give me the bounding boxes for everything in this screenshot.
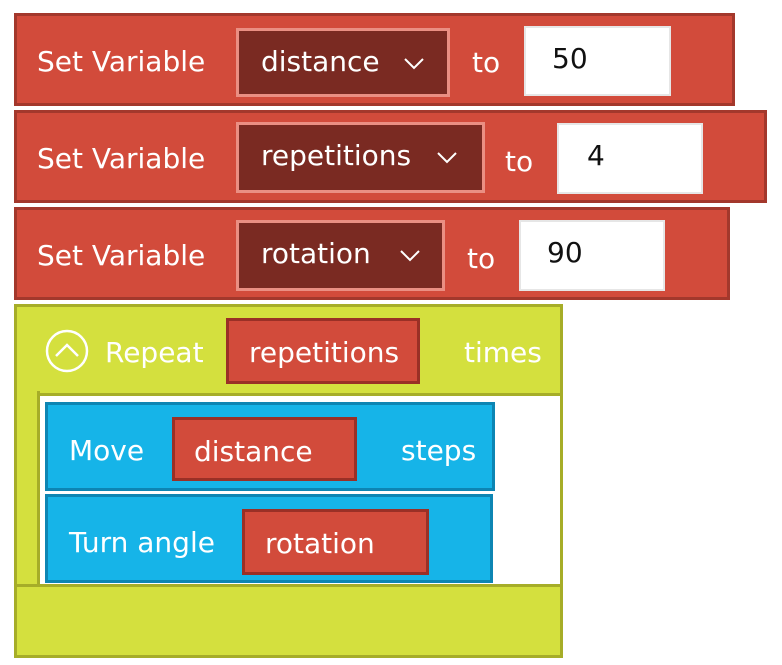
turn-rotation-variable[interactable]: rotation — [242, 509, 429, 575]
set-variable-block-3[interactable]: Set Variable rotation to 90 — [14, 207, 730, 300]
value-input-repetitions[interactable]: 4 — [557, 123, 703, 194]
to-label: to — [472, 46, 501, 79]
steps-label: steps — [401, 434, 477, 467]
set-variable-label: Set Variable — [37, 45, 206, 78]
move-distance-variable[interactable]: distance — [172, 417, 357, 481]
value-input-text: 4 — [587, 139, 605, 172]
set-variable-label: Set Variable — [37, 142, 206, 175]
value-input-rotation[interactable]: 90 — [519, 220, 665, 291]
variable-dropdown-repetitions[interactable]: repetitions — [236, 122, 485, 193]
value-input-text: 50 — [552, 42, 588, 75]
value-input-text: 90 — [547, 236, 583, 269]
variable-dropdown-distance[interactable]: distance — [236, 28, 450, 97]
turn-rotation-variable-text: rotation — [265, 527, 375, 560]
variable-dropdown-value: rotation — [261, 237, 371, 270]
value-input-distance[interactable]: 50 — [524, 26, 671, 96]
chevron-down-icon — [404, 58, 424, 70]
times-label: times — [464, 336, 542, 369]
turn-angle-label: Turn angle — [69, 526, 215, 559]
set-variable-label: Set Variable — [37, 239, 206, 272]
turn-angle-block[interactable]: Turn angle rotation — [45, 494, 493, 583]
variable-dropdown-value: distance — [261, 45, 380, 78]
move-distance-variable-text: distance — [194, 435, 313, 468]
repeat-block-bottom — [14, 584, 563, 658]
chevron-down-icon — [437, 152, 457, 164]
move-block[interactable]: Move distance steps — [45, 402, 495, 491]
variable-dropdown-rotation[interactable]: rotation — [236, 220, 445, 291]
to-label: to — [467, 242, 496, 275]
move-label: Move — [69, 434, 145, 467]
set-variable-block-1[interactable]: Set Variable distance to 50 — [14, 13, 735, 106]
repeat-block[interactable]: Repeat repetitions times — [14, 304, 563, 397]
repeat-label: Repeat — [105, 336, 204, 369]
set-variable-block-2[interactable]: Set Variable repetitions to 4 — [14, 110, 767, 203]
repeat-count-variable-text: repetitions — [249, 336, 400, 369]
chevron-up-circle-icon[interactable] — [45, 329, 89, 373]
variable-dropdown-value: repetitions — [261, 139, 412, 172]
to-label: to — [505, 145, 534, 178]
repeat-count-variable[interactable]: repetitions — [226, 318, 420, 384]
chevron-down-icon — [400, 250, 420, 262]
